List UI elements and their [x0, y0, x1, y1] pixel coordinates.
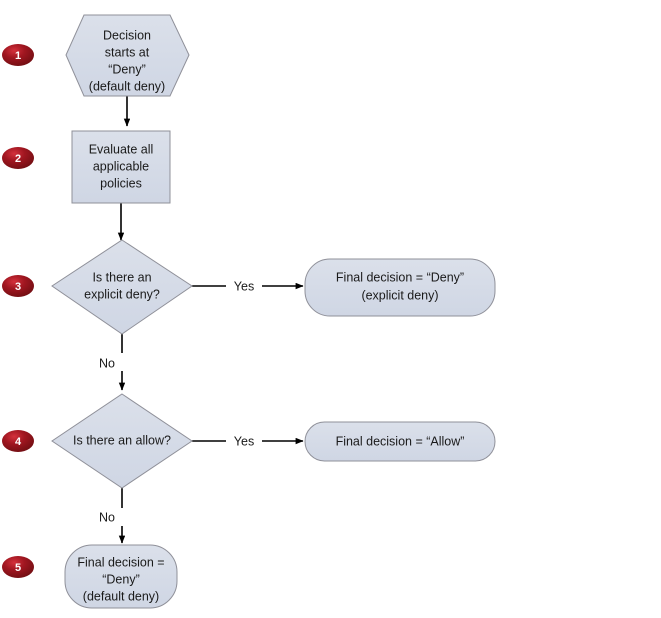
node-final-deny-default-line-0: Final decision =: [77, 555, 164, 569]
node-start-line-2: “Deny”: [108, 62, 146, 76]
edge-allow-check-no: No: [99, 488, 126, 544]
node-final-deny-default-line-2: (default deny): [83, 589, 159, 603]
edge-label-deny-check-no: No: [99, 356, 115, 370]
edge-deny-check-no: No: [99, 334, 126, 391]
node-start-line-3: (default deny): [89, 79, 165, 93]
node-evaluate-line-1: applicable: [93, 159, 149, 173]
rounded-rectangle-shape: [304, 258, 496, 317]
node-evaluate-line-0: Evaluate all: [89, 142, 154, 156]
step-badge-3-label: 3: [15, 281, 21, 293]
node-final-allow-line-0: Final decision = “Allow”: [336, 434, 465, 448]
diamond-shape: [51, 239, 193, 335]
node-final-deny-explicit[interactable]: Final decision = “Deny” (explicit deny): [304, 258, 496, 317]
step-badge-1-label: 1: [15, 50, 21, 62]
step-badge-2-label: 2: [15, 153, 21, 165]
node-final-deny-explicit-line-1: (explicit deny): [361, 288, 438, 302]
node-evaluate[interactable]: Evaluate all applicable policies: [71, 130, 171, 204]
step-badge-1[interactable]: 1: [2, 44, 34, 66]
step-badge-4-label: 4: [15, 436, 22, 448]
edge-allow-check-yes: Yes: [192, 434, 304, 448]
diamond-shape: [51, 393, 193, 489]
edge-label-deny-check-yes: Yes: [234, 279, 254, 293]
badge-ellipse: [2, 44, 34, 66]
node-start[interactable]: Decision starts at “Deny” (default deny): [65, 14, 190, 97]
node-final-deny-explicit-line-0: Final decision = “Deny”: [336, 270, 464, 284]
node-explicit-deny-check-line-0: Is there an: [92, 270, 151, 284]
rectangle-shape: [71, 130, 171, 204]
node-evaluate-line-2: policies: [100, 176, 142, 190]
node-final-deny-default-line-1: “Deny”: [102, 572, 140, 586]
step-badge-4[interactable]: 4: [2, 430, 34, 452]
edge-label-allow-check-no: No: [99, 510, 115, 524]
edge-deny-check-yes: Yes: [192, 279, 304, 293]
node-allow-check-line-0: Is there an allow?: [73, 433, 171, 447]
hexagon-shape: [65, 14, 190, 97]
node-final-allow[interactable]: Final decision = “Allow”: [304, 421, 496, 462]
step-badge-3[interactable]: 3: [2, 275, 34, 297]
node-start-line-1: starts at: [105, 45, 150, 59]
step-badge-2[interactable]: 2: [2, 147, 34, 169]
node-start-line-0: Decision: [103, 28, 151, 42]
edge-label-allow-check-yes: Yes: [234, 434, 254, 448]
node-explicit-deny-check[interactable]: Is there an explicit deny?: [51, 239, 193, 335]
node-final-deny-default[interactable]: Final decision = “Deny” (default deny): [64, 544, 178, 609]
badge-ellipse: [2, 147, 34, 169]
badge-ellipse: [2, 556, 34, 578]
badge-ellipse: [2, 430, 34, 452]
rounded-rectangle-shape: [64, 544, 178, 609]
badge-ellipse: [2, 275, 34, 297]
step-badge-5-label: 5: [15, 562, 21, 574]
step-badge-5[interactable]: 5: [2, 556, 34, 578]
node-explicit-deny-check-line-1: explicit deny?: [84, 287, 160, 301]
node-allow-check[interactable]: Is there an allow?: [51, 393, 193, 489]
rounded-rectangle-shape: [304, 421, 496, 462]
